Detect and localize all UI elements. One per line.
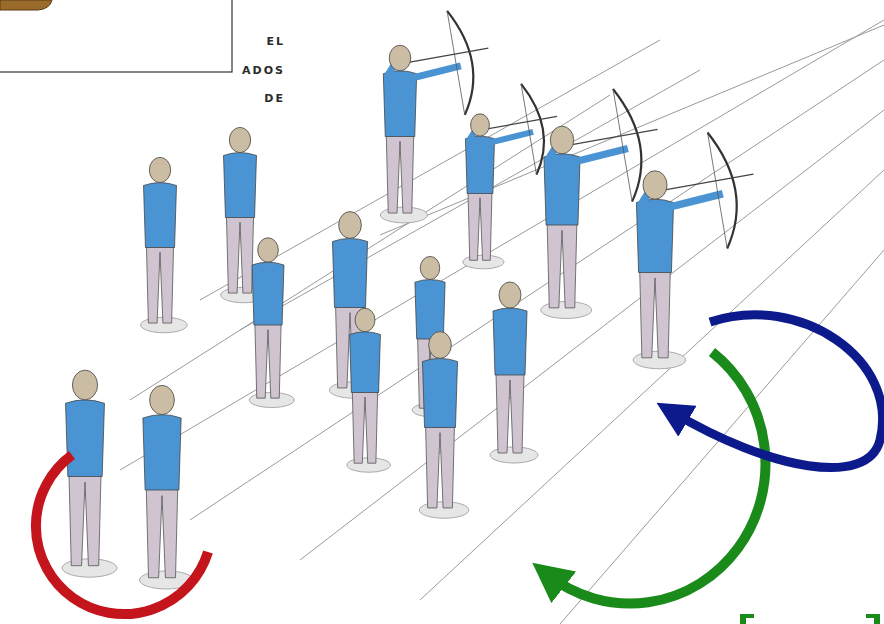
legs bbox=[386, 135, 413, 214]
range-line bbox=[190, 60, 884, 520]
legs bbox=[146, 488, 178, 578]
head bbox=[355, 308, 375, 332]
waiting-person bbox=[140, 385, 194, 589]
blue-arrow bbox=[672, 315, 883, 468]
waiting-person bbox=[490, 282, 538, 463]
arm bbox=[670, 194, 723, 207]
shirt bbox=[224, 153, 257, 218]
archer bbox=[633, 133, 753, 369]
shirt bbox=[636, 199, 673, 272]
bow-string bbox=[613, 89, 632, 202]
frame bbox=[0, 0, 232, 72]
shirt bbox=[252, 262, 284, 325]
head bbox=[229, 127, 250, 152]
shirt bbox=[465, 136, 494, 193]
range-lines bbox=[120, 20, 884, 624]
caption-fragment: EL bbox=[266, 35, 285, 48]
head bbox=[389, 45, 411, 71]
letter-fragment bbox=[740, 614, 754, 618]
bow-string bbox=[521, 84, 536, 175]
corner-shape bbox=[0, 0, 52, 10]
head bbox=[420, 256, 440, 279]
legs bbox=[352, 391, 377, 464]
arm bbox=[492, 132, 533, 142]
head bbox=[150, 385, 175, 414]
shirt bbox=[493, 308, 527, 375]
range-line bbox=[380, 25, 884, 235]
bow bbox=[613, 89, 641, 202]
head bbox=[499, 282, 521, 308]
shirt bbox=[383, 71, 416, 137]
legs bbox=[255, 323, 281, 398]
range-line bbox=[300, 110, 884, 560]
arrow-shaft bbox=[562, 129, 658, 146]
range-line bbox=[130, 95, 610, 400]
arm bbox=[577, 149, 628, 162]
arrow-shaft bbox=[480, 116, 557, 130]
legs bbox=[426, 425, 455, 508]
waiting-person bbox=[141, 157, 188, 332]
shirt bbox=[544, 154, 580, 225]
legs bbox=[146, 246, 173, 324]
waiting-person bbox=[347, 308, 391, 472]
bow bbox=[521, 84, 544, 175]
legs bbox=[547, 223, 577, 308]
people bbox=[62, 11, 753, 589]
shirt bbox=[350, 332, 381, 393]
shirt bbox=[332, 238, 367, 307]
head bbox=[72, 370, 97, 400]
waiting-person bbox=[249, 238, 294, 408]
head bbox=[258, 238, 279, 262]
head bbox=[339, 212, 362, 239]
bow-string bbox=[447, 11, 465, 115]
arm bbox=[414, 66, 461, 78]
caption-fragment: DE bbox=[264, 92, 285, 105]
arrow-shaft bbox=[655, 174, 753, 192]
shirt bbox=[66, 400, 105, 477]
green-arrow bbox=[548, 352, 765, 604]
range-line bbox=[420, 170, 884, 600]
legs bbox=[468, 192, 492, 261]
range-line bbox=[240, 70, 700, 330]
legs bbox=[496, 373, 524, 453]
corner-box bbox=[0, 0, 232, 72]
range-line bbox=[120, 20, 884, 470]
legs bbox=[69, 474, 101, 566]
rotation-arrows bbox=[36, 315, 883, 614]
legs bbox=[226, 216, 253, 294]
waiting-person bbox=[419, 332, 469, 519]
head bbox=[149, 157, 170, 182]
head bbox=[550, 126, 573, 154]
cut-green-text bbox=[740, 614, 880, 624]
head bbox=[643, 171, 667, 199]
legs bbox=[640, 270, 671, 358]
archer bbox=[463, 84, 557, 269]
shirt bbox=[143, 415, 181, 490]
head bbox=[471, 114, 490, 136]
bow bbox=[447, 11, 473, 115]
caption-fragment: ADOS bbox=[242, 64, 285, 77]
shirt bbox=[422, 358, 457, 427]
head bbox=[429, 332, 452, 359]
bow-string bbox=[708, 133, 728, 249]
range-line bbox=[200, 40, 660, 300]
red-arc bbox=[36, 455, 208, 614]
arrow-shaft bbox=[400, 48, 488, 64]
shirt bbox=[415, 280, 445, 339]
waiting-person bbox=[62, 370, 117, 577]
shirt bbox=[144, 183, 177, 248]
letter-fragment bbox=[866, 614, 880, 618]
bow bbox=[708, 133, 737, 249]
